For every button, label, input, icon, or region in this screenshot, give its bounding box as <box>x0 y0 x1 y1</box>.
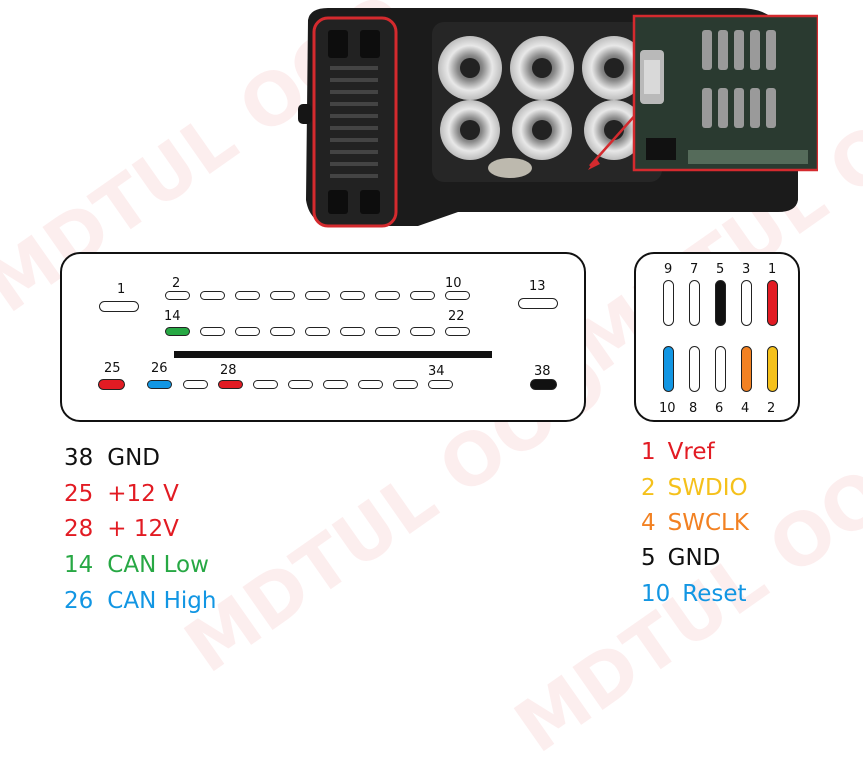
pin-label-28: 28 <box>220 363 237 378</box>
pin-label-6: 6 <box>715 401 724 416</box>
pin-26 <box>147 380 172 389</box>
pin-label-26: 26 <box>151 361 168 376</box>
pin-13 <box>518 298 558 309</box>
legend-number: 1 <box>641 439 656 465</box>
pin-16 <box>235 327 260 336</box>
pin-28 <box>218 380 243 389</box>
abs-module-photo <box>298 8 818 228</box>
pin-25 <box>98 379 125 390</box>
pin-27 <box>183 380 208 389</box>
pin-label-2b: 2 <box>767 401 776 416</box>
debug-header-diagram: 9 7 5 3 1 10 8 6 4 2 <box>634 252 800 422</box>
pin-29 <box>253 380 278 389</box>
legend-number: 5 <box>641 545 656 571</box>
pin-1 <box>99 301 139 312</box>
pin-label-4: 4 <box>741 401 750 416</box>
legend-12v-25: 25 +12 V <box>64 483 179 506</box>
legend-label: +12 V <box>107 481 179 507</box>
legend-number: 10 <box>641 581 671 607</box>
legend-label: CAN High <box>107 588 217 614</box>
pin-17 <box>270 327 295 336</box>
legend-label: SWDIO <box>667 475 748 501</box>
header-pin-6 <box>715 346 726 392</box>
header-pin-5 <box>715 280 726 326</box>
pin-8 <box>375 291 400 300</box>
pin-label-1b: 1 <box>768 262 777 277</box>
legend-swclk: 4 SWCLK <box>641 512 749 535</box>
pin-15 <box>200 327 225 336</box>
header-pin-10 <box>663 346 674 392</box>
legend-label: SWCLK <box>667 510 749 536</box>
pin-label-3: 3 <box>742 262 751 277</box>
pin-label-38: 38 <box>534 364 551 379</box>
pin-22 <box>445 327 470 336</box>
legend-number: 28 <box>64 516 94 542</box>
pin-33 <box>393 380 418 389</box>
pin-21 <box>410 327 435 336</box>
legend-number: 4 <box>641 510 656 536</box>
pin-label-8: 8 <box>689 401 698 416</box>
legend-label: Reset <box>682 581 747 607</box>
legend-gnd-5: 5 GND <box>641 547 720 570</box>
pin-31 <box>323 380 348 389</box>
pin-18 <box>305 327 330 336</box>
legend-reset: 10 Reset <box>641 583 747 606</box>
connector-key-bar <box>174 351 492 358</box>
header-pin-9 <box>663 280 674 326</box>
legend-can-low: 14 CAN Low <box>64 554 209 577</box>
legend-swdio: 2 SWDIO <box>641 477 748 500</box>
pin-2 <box>165 291 190 300</box>
legend-number: 25 <box>64 481 94 507</box>
legend-label: + 12V <box>107 516 179 542</box>
pin-3 <box>200 291 225 300</box>
legend-number: 38 <box>64 445 94 471</box>
pin-7 <box>340 291 365 300</box>
legend-vref: 1 Vref <box>641 441 715 464</box>
pin-34 <box>428 380 453 389</box>
pin-label-1: 1 <box>117 282 126 297</box>
main-connector-diagram: 1 2 10 13 14 22 25 26 28 34 38 <box>60 252 586 422</box>
pin-6 <box>305 291 330 300</box>
header-pin-7 <box>689 280 700 326</box>
legend-can-high: 26 CAN High <box>64 590 216 613</box>
pin-5 <box>270 291 295 300</box>
legend-label: GND <box>667 545 721 571</box>
legend-gnd: 38 GND <box>64 447 160 470</box>
pin-32 <box>358 380 383 389</box>
header-pin-8 <box>689 346 700 392</box>
header-pin-4 <box>741 346 752 392</box>
pin-label-13: 13 <box>529 279 546 294</box>
pin-9 <box>410 291 435 300</box>
pin-label-10: 10 <box>445 276 462 291</box>
header-pin-2 <box>767 346 778 392</box>
pin-10 <box>445 291 470 300</box>
pin-label-7: 7 <box>690 262 699 277</box>
pin-label-9: 9 <box>664 262 673 277</box>
pin-30 <box>288 380 313 389</box>
pin-4 <box>235 291 260 300</box>
pin-label-2: 2 <box>172 276 181 291</box>
pin-label-22: 22 <box>448 309 465 324</box>
pin-label-10b: 10 <box>659 401 676 416</box>
legend-12v-28: 28 + 12V <box>64 518 179 541</box>
legend-number: 14 <box>64 552 94 578</box>
legend-number: 26 <box>64 588 94 614</box>
pin-38 <box>530 379 557 390</box>
legend-label: CAN Low <box>107 552 209 578</box>
header-pin-3 <box>741 280 752 326</box>
legend-label: Vref <box>667 439 715 465</box>
pin-label-25: 25 <box>104 361 121 376</box>
pin-label-5: 5 <box>716 262 725 277</box>
legend-label: GND <box>107 445 161 471</box>
pin-14 <box>165 327 190 336</box>
pin-20 <box>375 327 400 336</box>
header-pin-1 <box>767 280 778 326</box>
legend-number: 2 <box>641 475 656 501</box>
pin-label-34: 34 <box>428 364 445 379</box>
pin-19 <box>340 327 365 336</box>
pin-label-14: 14 <box>164 309 181 324</box>
